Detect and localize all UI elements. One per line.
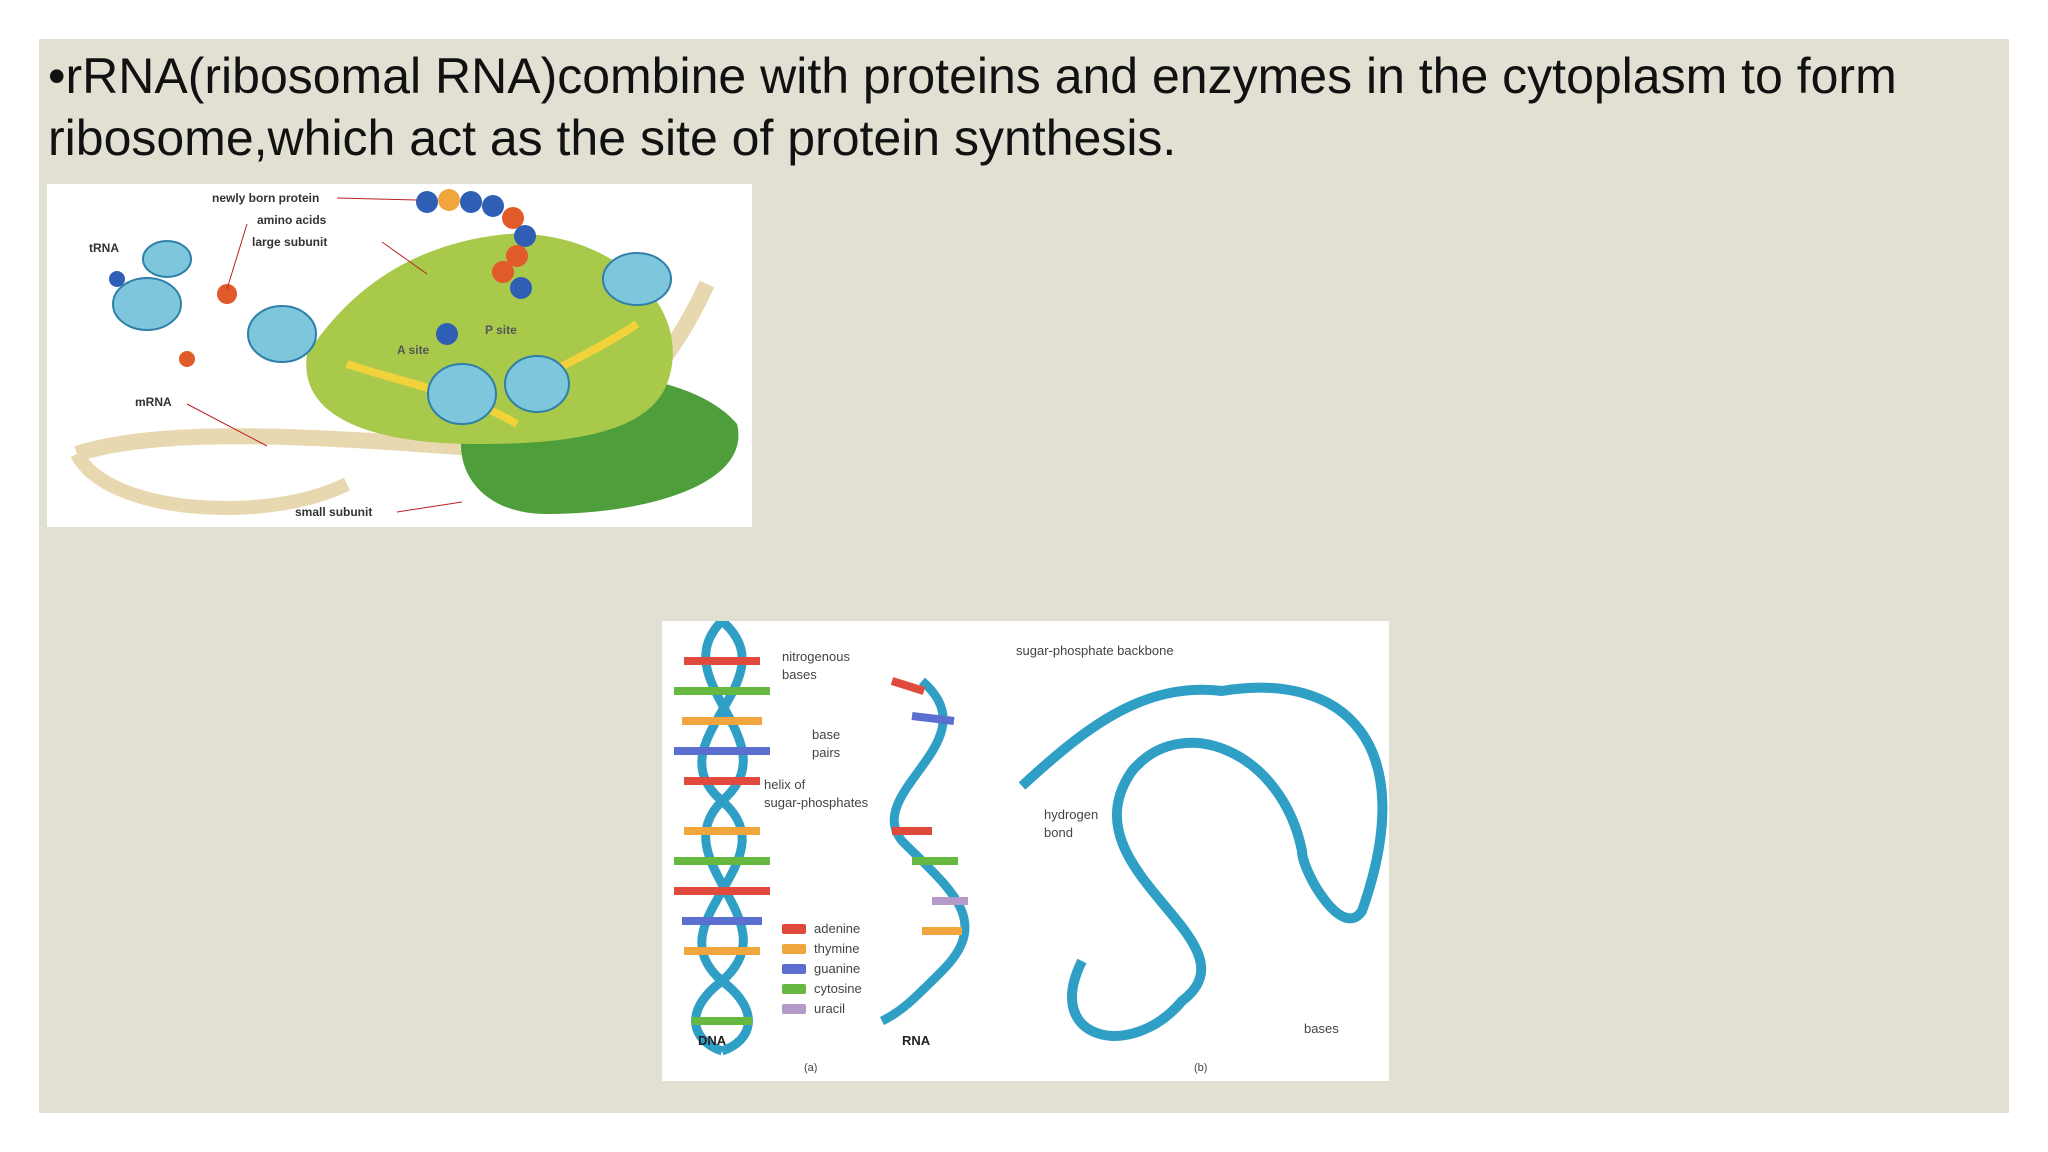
rna-folded-strand — [1018, 682, 1388, 1041]
ribosome-figure: newly born protein amino acids large sub… — [47, 184, 752, 527]
label-small-subunit: small subunit — [295, 505, 372, 519]
base-legend: adenine thymine guanine cytosine uracil — [782, 921, 862, 1016]
label-large-subunit: large subunit — [252, 235, 327, 249]
label-helix-of: helix of — [764, 777, 806, 792]
trna-shape — [427, 363, 497, 425]
slide: •rRNA(ribosomal RNA)combine with protein… — [39, 39, 2009, 1113]
trna-shape — [247, 305, 317, 363]
legend-swatch-adenine — [782, 924, 806, 934]
label-pairs: pairs — [812, 745, 841, 760]
legend-label-guanine: guanine — [814, 961, 860, 976]
label-bond: bond — [1044, 825, 1073, 840]
protein-chain — [109, 189, 536, 367]
label-amino-acids: amino acids — [257, 213, 327, 227]
label-bases: bases — [1304, 1021, 1339, 1036]
label-nitrogenous: nitrogenous — [782, 649, 850, 664]
legend-label-thymine: thymine — [814, 941, 860, 956]
label-sugar-phosphates: sugar-phosphates — [764, 795, 869, 810]
legend-label-adenine: adenine — [814, 921, 860, 936]
legend-swatch-guanine — [782, 964, 806, 974]
legend-swatch-cytosine — [782, 984, 806, 994]
trna-group — [112, 240, 672, 425]
mrna-tail — [70, 450, 351, 515]
bullet-text: •rRNA(ribosomal RNA)combine with protein… — [48, 48, 1897, 166]
legend-label-cytosine: cytosine — [814, 981, 862, 996]
legend-swatch-uracil — [782, 1004, 806, 1014]
trna-shape — [142, 240, 192, 278]
label-hydrogen: hydrogen — [1044, 807, 1098, 822]
label-rna: RNA — [902, 1033, 931, 1048]
label-newly-born-protein: newly born protein — [212, 191, 319, 205]
large-subunit — [306, 233, 673, 444]
rna-strand — [879, 677, 970, 1026]
nucleic-acid-figure: nitrogenous bases base pairs helix of su… — [662, 621, 1389, 1081]
legend-label-uracil: uracil — [814, 1001, 845, 1016]
label-p-site: P site — [485, 323, 517, 337]
label-a-site: A site — [397, 343, 430, 357]
label-dna: DNA — [698, 1033, 727, 1048]
trna-shape — [504, 355, 570, 413]
legend-swatch-thymine — [782, 944, 806, 954]
trna-shape — [112, 277, 182, 331]
nucleic-acid-diagram: nitrogenous bases base pairs helix of su… — [674, 621, 1388, 1074]
label-backbone: sugar-phosphate backbone — [1016, 643, 1174, 658]
trna-shape — [602, 252, 672, 306]
ribosome-diagram: newly born protein amino acids large sub… — [70, 189, 739, 519]
label-bases-line: bases — [782, 667, 817, 682]
label-base: base — [812, 727, 840, 742]
label-panel-b: (b) — [1194, 1062, 1207, 1074]
label-mrna: mRNA — [135, 395, 172, 409]
label-panel-a: (a) — [804, 1062, 817, 1074]
dna-helix — [674, 621, 770, 1056]
label-trna: tRNA — [89, 241, 119, 255]
